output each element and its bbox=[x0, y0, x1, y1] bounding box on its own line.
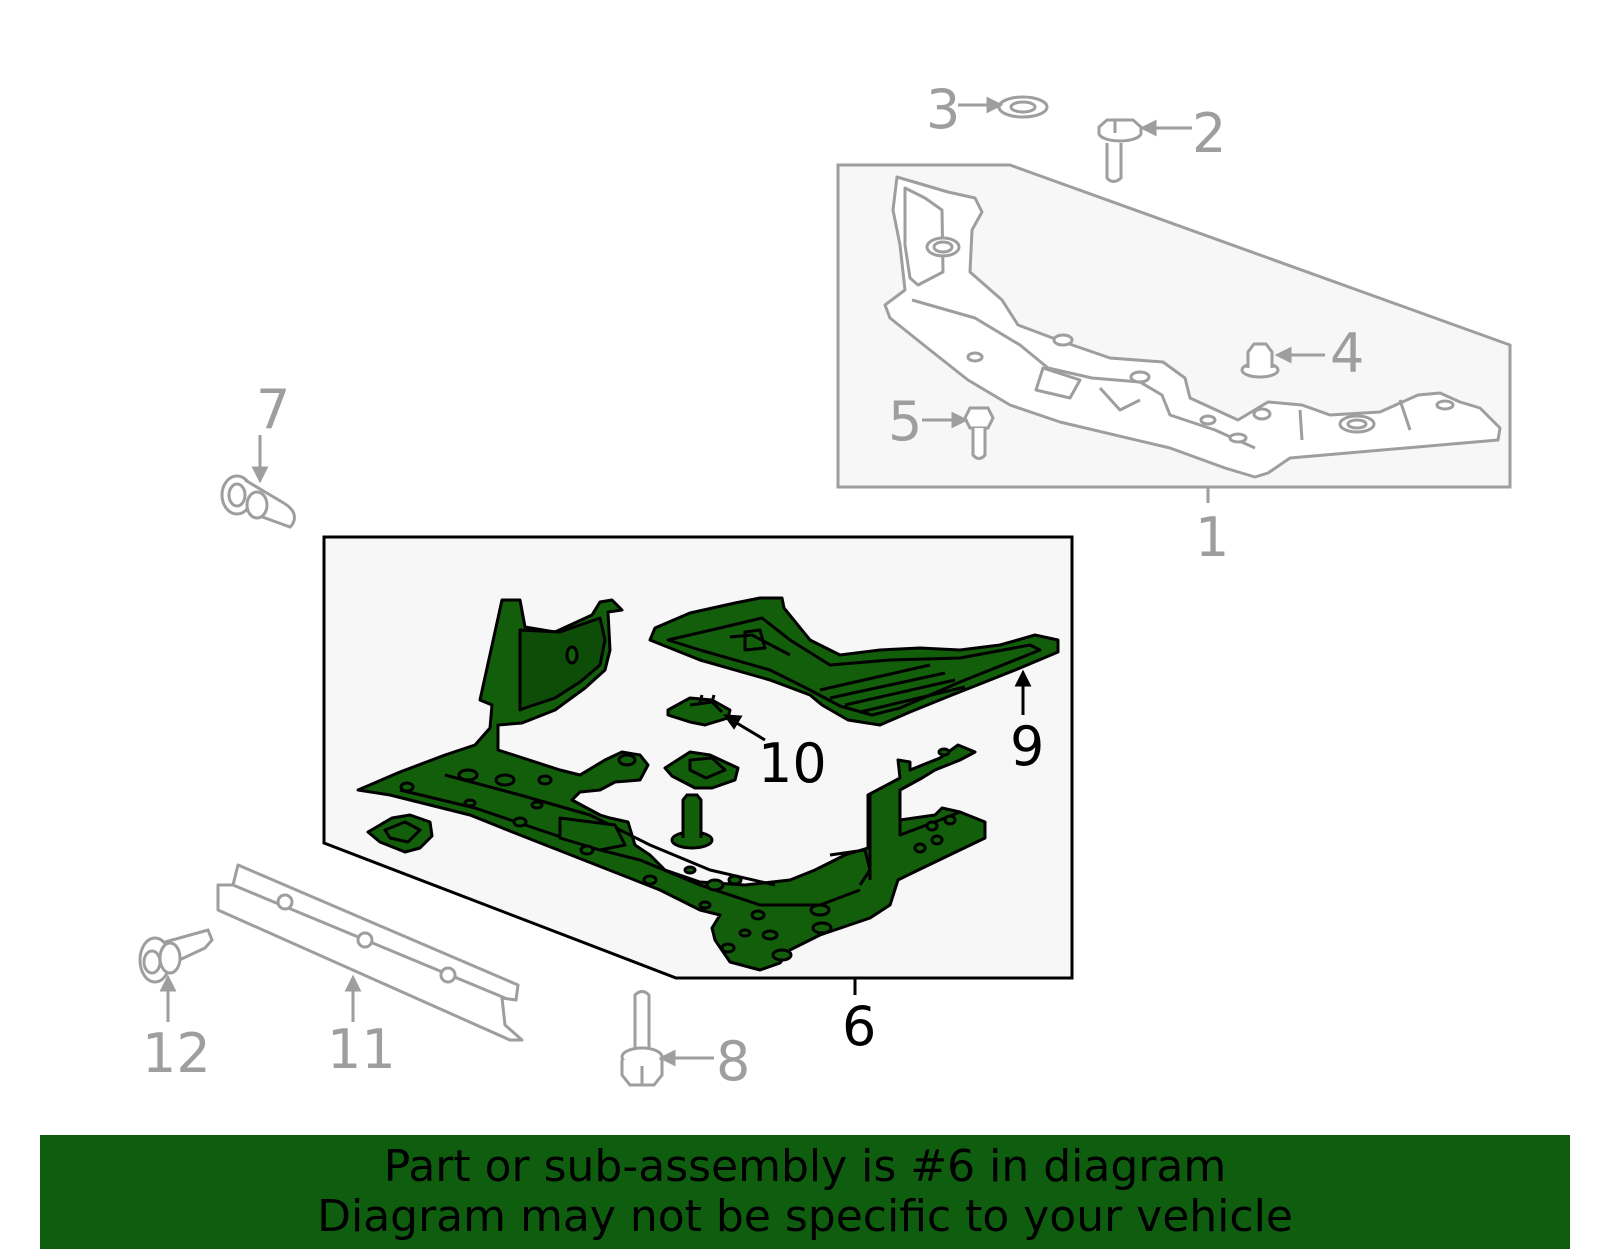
banner-line-2: Diagram may not be specific to your vehi… bbox=[317, 1191, 1293, 1242]
bolt-5-part bbox=[963, 406, 995, 460]
stud-bolt-part bbox=[670, 793, 714, 850]
assembly-1-panel bbox=[836, 163, 1512, 489]
skid-plate-9-part bbox=[648, 596, 1060, 727]
leader-lines bbox=[159, 96, 1325, 1067]
bolt-8-part bbox=[620, 990, 664, 1087]
callout-10: 10 bbox=[758, 732, 827, 795]
clip-nut-10-part bbox=[366, 694, 740, 854]
bracket-11-part bbox=[216, 863, 524, 1042]
callout-12: 12 bbox=[142, 1022, 211, 1085]
crossmember-upper-part bbox=[883, 175, 1502, 479]
leader-lines-active bbox=[722, 669, 1032, 995]
callout-1: 1 bbox=[1195, 506, 1229, 569]
info-banner: Part or sub-assembly is #6 in diagram Di… bbox=[40, 1135, 1570, 1249]
callout-8: 8 bbox=[716, 1030, 750, 1093]
subframe-6-part bbox=[356, 598, 987, 972]
callout-11: 11 bbox=[327, 1018, 396, 1081]
clip-7-part bbox=[220, 474, 296, 529]
nut-4-part bbox=[1240, 342, 1280, 379]
callout-6: 6 bbox=[842, 995, 876, 1058]
assembly-6-group bbox=[322, 535, 1074, 980]
callout-3: 3 bbox=[926, 78, 960, 141]
callout-2: 2 bbox=[1192, 102, 1226, 165]
assembly-1-group bbox=[836, 95, 1512, 489]
banner-line-1: Part or sub-assembly is #6 in diagram bbox=[383, 1141, 1227, 1192]
bolt-2-part bbox=[1097, 118, 1143, 183]
washer-3-part bbox=[997, 95, 1049, 119]
callout-4: 4 bbox=[1330, 322, 1364, 385]
callout-5: 5 bbox=[888, 390, 922, 453]
callout-9: 9 bbox=[1010, 715, 1044, 778]
push-clip-12-part bbox=[138, 928, 214, 984]
callout-7: 7 bbox=[256, 378, 290, 441]
